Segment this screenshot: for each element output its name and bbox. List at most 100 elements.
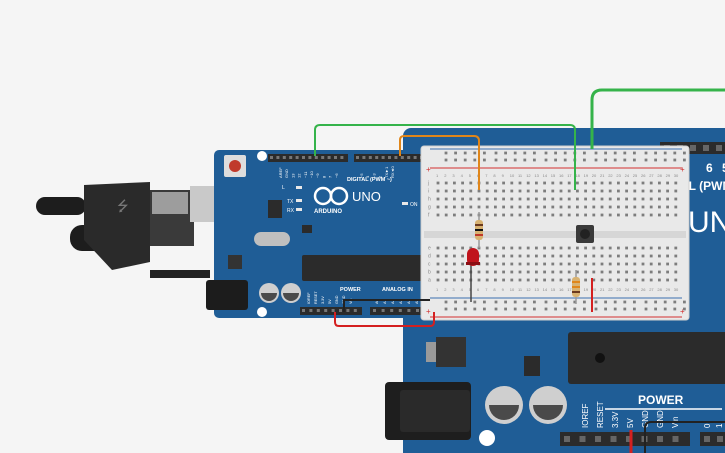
breadboard-hole[interactable] [535, 262, 538, 266]
breadboard-hole[interactable] [535, 254, 538, 258]
breadboard-hole[interactable] [510, 213, 514, 217]
rail-hole[interactable] [513, 300, 517, 304]
breadboard-hole[interactable] [633, 254, 637, 258]
breadboard-hole[interactable] [608, 205, 612, 209]
breadboard-hole[interactable] [608, 189, 612, 193]
rail-hole[interactable] [554, 158, 557, 162]
rail-hole[interactable] [604, 158, 607, 162]
breadboard-hole[interactable] [641, 205, 645, 209]
breadboard-hole[interactable] [477, 189, 481, 193]
rail-hole[interactable] [444, 300, 448, 304]
breadboard-hole[interactable] [469, 197, 473, 201]
breadboard-hole[interactable] [436, 189, 440, 193]
resistor-2[interactable] [572, 270, 580, 304]
rail-hole[interactable] [513, 151, 517, 155]
header-hole[interactable] [309, 309, 313, 312]
breadboard-hole[interactable] [477, 270, 481, 274]
breadboard-hole[interactable] [617, 213, 620, 217]
breadboard-hole[interactable] [584, 181, 587, 185]
rail-hole[interactable] [623, 300, 627, 304]
wire-green-pin-to-button[interactable] [314, 124, 576, 190]
breadboard-hole[interactable] [444, 262, 448, 266]
breadboard-hole[interactable] [526, 254, 530, 258]
breadboard-hole[interactable] [453, 246, 456, 250]
breadboard-hole[interactable] [625, 189, 628, 193]
breadboard-hole[interactable] [559, 205, 563, 209]
breadboard-hole[interactable] [625, 278, 628, 282]
breadboard-hole[interactable] [649, 278, 653, 282]
breadboard-hole[interactable] [576, 205, 579, 209]
breadboard-hole[interactable] [469, 246, 473, 250]
breadboard-hole[interactable] [666, 270, 669, 274]
breadboard-hole[interactable] [559, 278, 563, 282]
breadboard-hole[interactable] [518, 270, 522, 274]
header-hole[interactable] [282, 156, 286, 159]
rail-hole[interactable] [683, 307, 686, 311]
breadboard-hole[interactable] [543, 246, 546, 250]
header-hole[interactable] [270, 156, 273, 159]
breadboard-hole[interactable] [674, 270, 678, 274]
breadboard-hole[interactable] [444, 213, 448, 217]
breadboard-hole[interactable] [510, 246, 514, 250]
rail-hole[interactable] [533, 158, 536, 162]
header-hole[interactable] [356, 156, 359, 159]
rail-hole[interactable] [673, 158, 677, 162]
breadboard-hole[interactable] [666, 246, 669, 250]
breadboard-hole[interactable] [625, 197, 628, 201]
rail-hole[interactable] [683, 151, 686, 155]
breadboard-hole[interactable] [485, 197, 489, 201]
breadboard-hole[interactable] [633, 246, 637, 250]
breadboard-hole[interactable] [608, 197, 612, 201]
breadboard-hole[interactable] [600, 189, 604, 193]
rail-hole[interactable] [523, 307, 527, 311]
led-red[interactable] [466, 248, 480, 302]
breadboard-hole[interactable] [666, 181, 669, 185]
rail-hole[interactable] [473, 151, 477, 155]
breadboard-hole[interactable] [485, 278, 489, 282]
breadboard-hole[interactable] [658, 254, 661, 258]
wire-orange-pin-to-resistor[interactable] [399, 135, 480, 190]
breadboard-hole[interactable] [666, 213, 669, 217]
breadboard-hole[interactable] [494, 213, 497, 217]
breadboard-hole[interactable] [453, 254, 456, 258]
breadboard-hole[interactable] [600, 270, 604, 274]
breadboard-hole[interactable] [600, 254, 604, 258]
rail-hole[interactable] [654, 300, 657, 304]
usb-cable[interactable]: ⭍ [36, 182, 240, 278]
breadboard-hole[interactable] [674, 246, 678, 250]
rail-hole[interactable] [463, 307, 467, 311]
rail-hole[interactable] [594, 300, 598, 304]
header-hole[interactable] [610, 436, 617, 442]
breadboard-hole[interactable] [567, 181, 571, 185]
rail-hole[interactable] [583, 307, 586, 311]
breadboard-hole[interactable] [658, 197, 661, 201]
breadboard-hole[interactable] [666, 262, 669, 266]
pushbutton-cap[interactable] [580, 229, 590, 239]
breadboard-hole[interactable] [535, 205, 538, 209]
breadboard-hole[interactable] [453, 270, 456, 274]
breadboard-hole[interactable] [658, 246, 661, 250]
breadboard-hole[interactable] [649, 246, 653, 250]
breadboard-hole[interactable] [600, 213, 604, 217]
breadboard-hole[interactable] [535, 197, 538, 201]
breadboard-hole[interactable] [576, 213, 579, 217]
rail-hole[interactable] [494, 158, 498, 162]
breadboard-hole[interactable] [543, 262, 546, 266]
breadboard-holes[interactable] [436, 151, 686, 311]
breadboard-hole[interactable] [502, 270, 505, 274]
breadboard-hole[interactable] [543, 189, 546, 193]
breadboard-hole[interactable] [559, 197, 563, 201]
header-hole[interactable] [416, 309, 419, 312]
breadboard-hole[interactable] [617, 270, 620, 274]
breadboard-hole[interactable] [617, 181, 620, 185]
rail-hole[interactable] [523, 300, 527, 304]
breadboard-hole[interactable] [518, 197, 522, 201]
rail-hole[interactable] [583, 158, 586, 162]
header-hole[interactable] [373, 309, 376, 312]
breadboard-hole[interactable] [666, 189, 669, 193]
rail-hole[interactable] [454, 151, 457, 155]
breadboard-hole[interactable] [625, 254, 628, 258]
rail-hole[interactable] [454, 300, 457, 304]
breadboard-hole[interactable] [518, 254, 522, 258]
rail-hole[interactable] [523, 158, 527, 162]
